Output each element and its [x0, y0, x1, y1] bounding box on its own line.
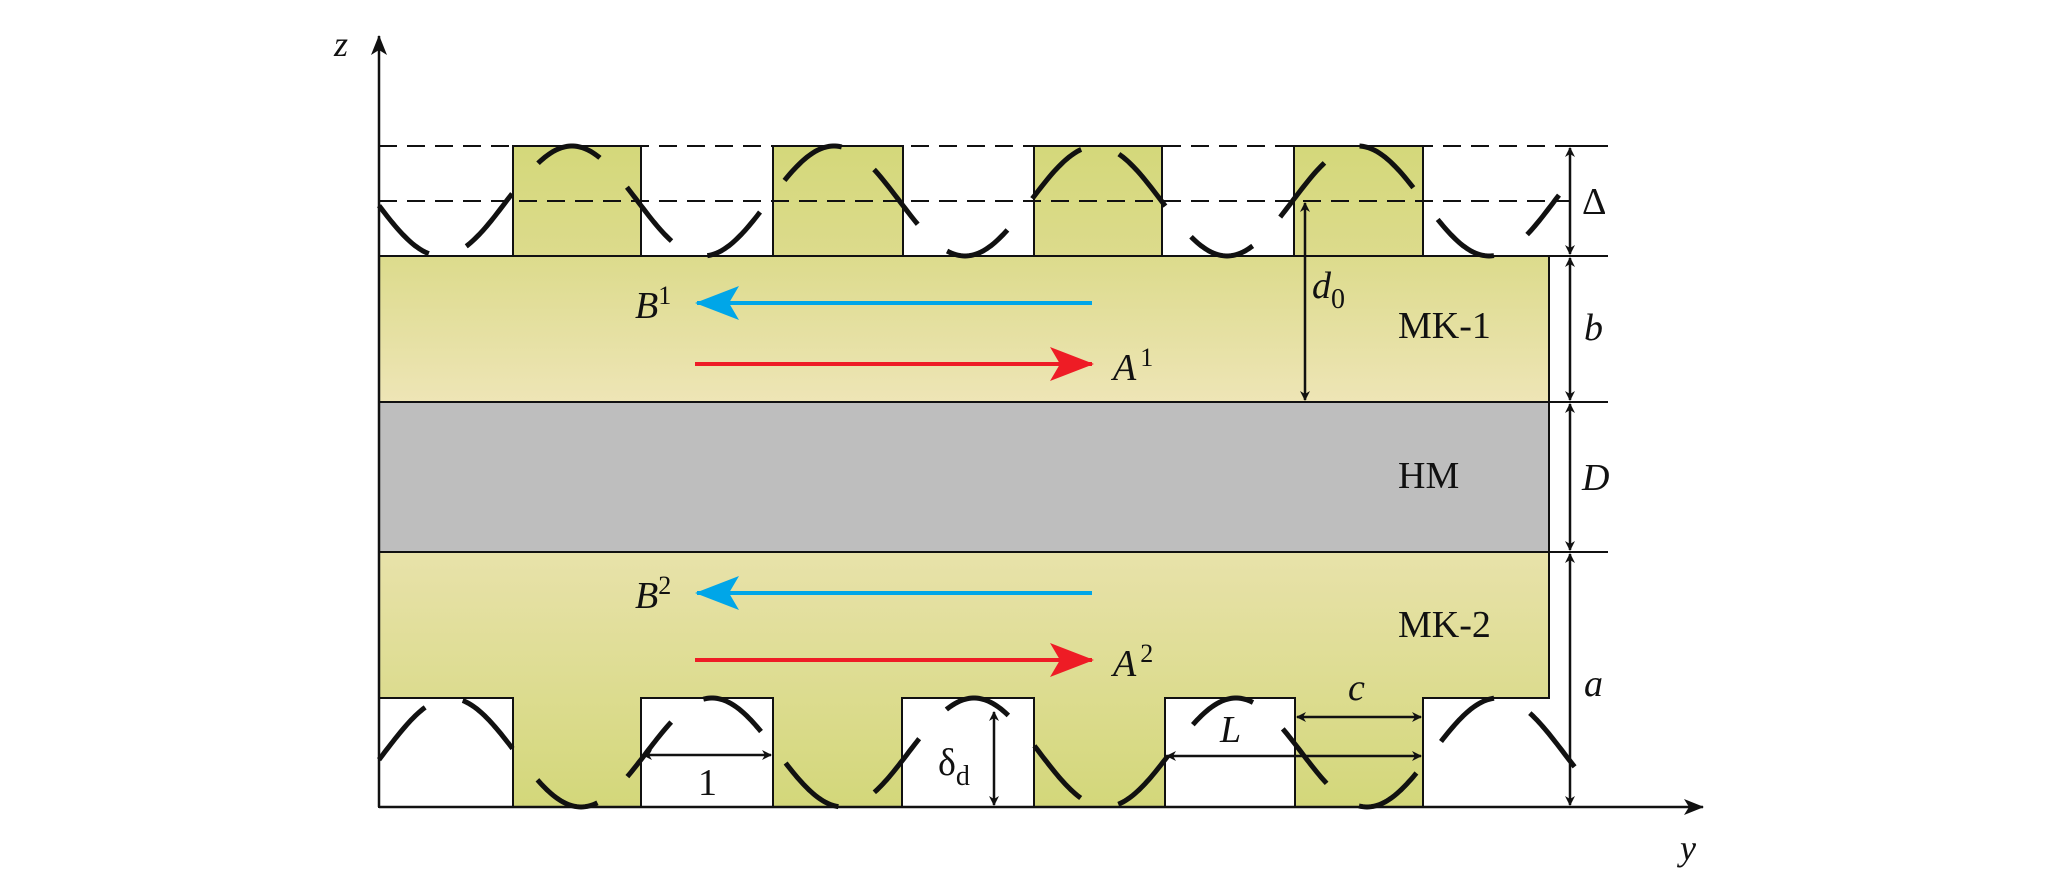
bottom-gap	[901, 697, 1035, 808]
period-label: L	[1219, 709, 1241, 751]
D-label: D	[1581, 457, 1609, 499]
wave-label-b1: B1	[635, 281, 671, 327]
gap-width-label: 1	[698, 762, 717, 804]
mk1-layer	[378, 255, 1550, 403]
delta-d-label: δd	[938, 742, 970, 792]
y-axis-label: y	[1677, 828, 1696, 868]
d0-label: d0	[1312, 265, 1345, 315]
bottom-gap	[1422, 697, 1549, 807]
layer-label-hm: HM	[1398, 455, 1459, 497]
c-label: c	[1348, 667, 1365, 709]
bottom-gap	[378, 697, 514, 808]
hm-layer	[378, 401, 1550, 553]
delta-label: Δ	[1582, 181, 1606, 223]
top-sinusoid	[377, 143, 1561, 259]
layer-label-mk2: MK-2	[1398, 604, 1491, 646]
z-axis-label: z	[333, 24, 348, 64]
wave-label-b2: B2	[635, 571, 671, 617]
a-label: a	[1584, 663, 1603, 705]
layer-label-mk1: MK-1	[1398, 305, 1491, 347]
reference-line-ends	[1549, 145, 1608, 553]
b-label: b	[1584, 307, 1603, 349]
